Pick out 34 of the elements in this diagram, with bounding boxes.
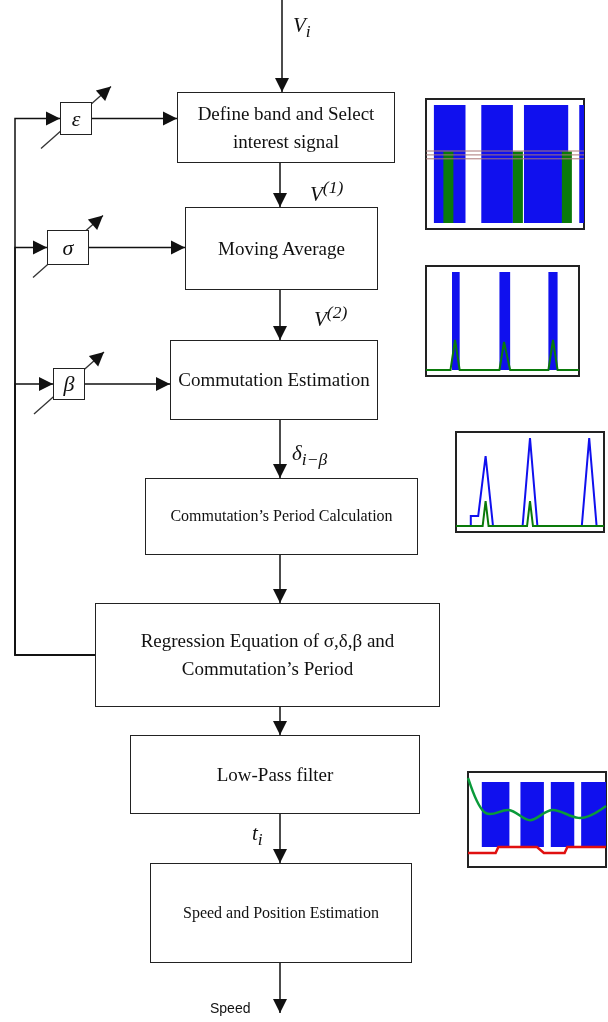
arrow [273,706,287,736]
arrow [88,240,186,255]
parameter-box [53,368,85,400]
edge-label: Speed [208,1000,253,1016]
node-label: Define band and Select interest signal [196,101,376,154]
parameter-box [60,102,92,135]
arrow [275,0,289,93]
node-label: Speed and Position Estimation [182,902,380,924]
arrow [273,289,287,341]
node-label: Regression Equation of σ,δ,β and Commutation’s Period [139,629,396,681]
arrow [273,554,287,604]
process-box [95,603,440,707]
node-label: Commutation’s Period Calculation [169,506,394,527]
process-box [170,340,378,420]
process-box [145,478,418,555]
edge-label: δ$_{i−β}$ [290,442,330,470]
node-label: β [63,373,75,395]
arrow [273,419,287,479]
arrow [273,162,287,208]
node-label: Low-Pass filter [215,762,335,787]
node-label: Moving Average [217,236,346,261]
process-box [130,735,420,814]
arrow [84,377,171,391]
arrow [14,377,96,656]
node-label: ε [71,107,81,130]
arrow [273,962,287,1014]
node-label: Commutation Estimation [177,368,371,393]
arrow [91,111,178,126]
parameter-box [47,230,89,265]
node-label: σ [62,236,74,259]
process-box [185,207,378,290]
process-box [177,92,395,163]
arrow [273,813,287,864]
process-box [150,863,412,963]
